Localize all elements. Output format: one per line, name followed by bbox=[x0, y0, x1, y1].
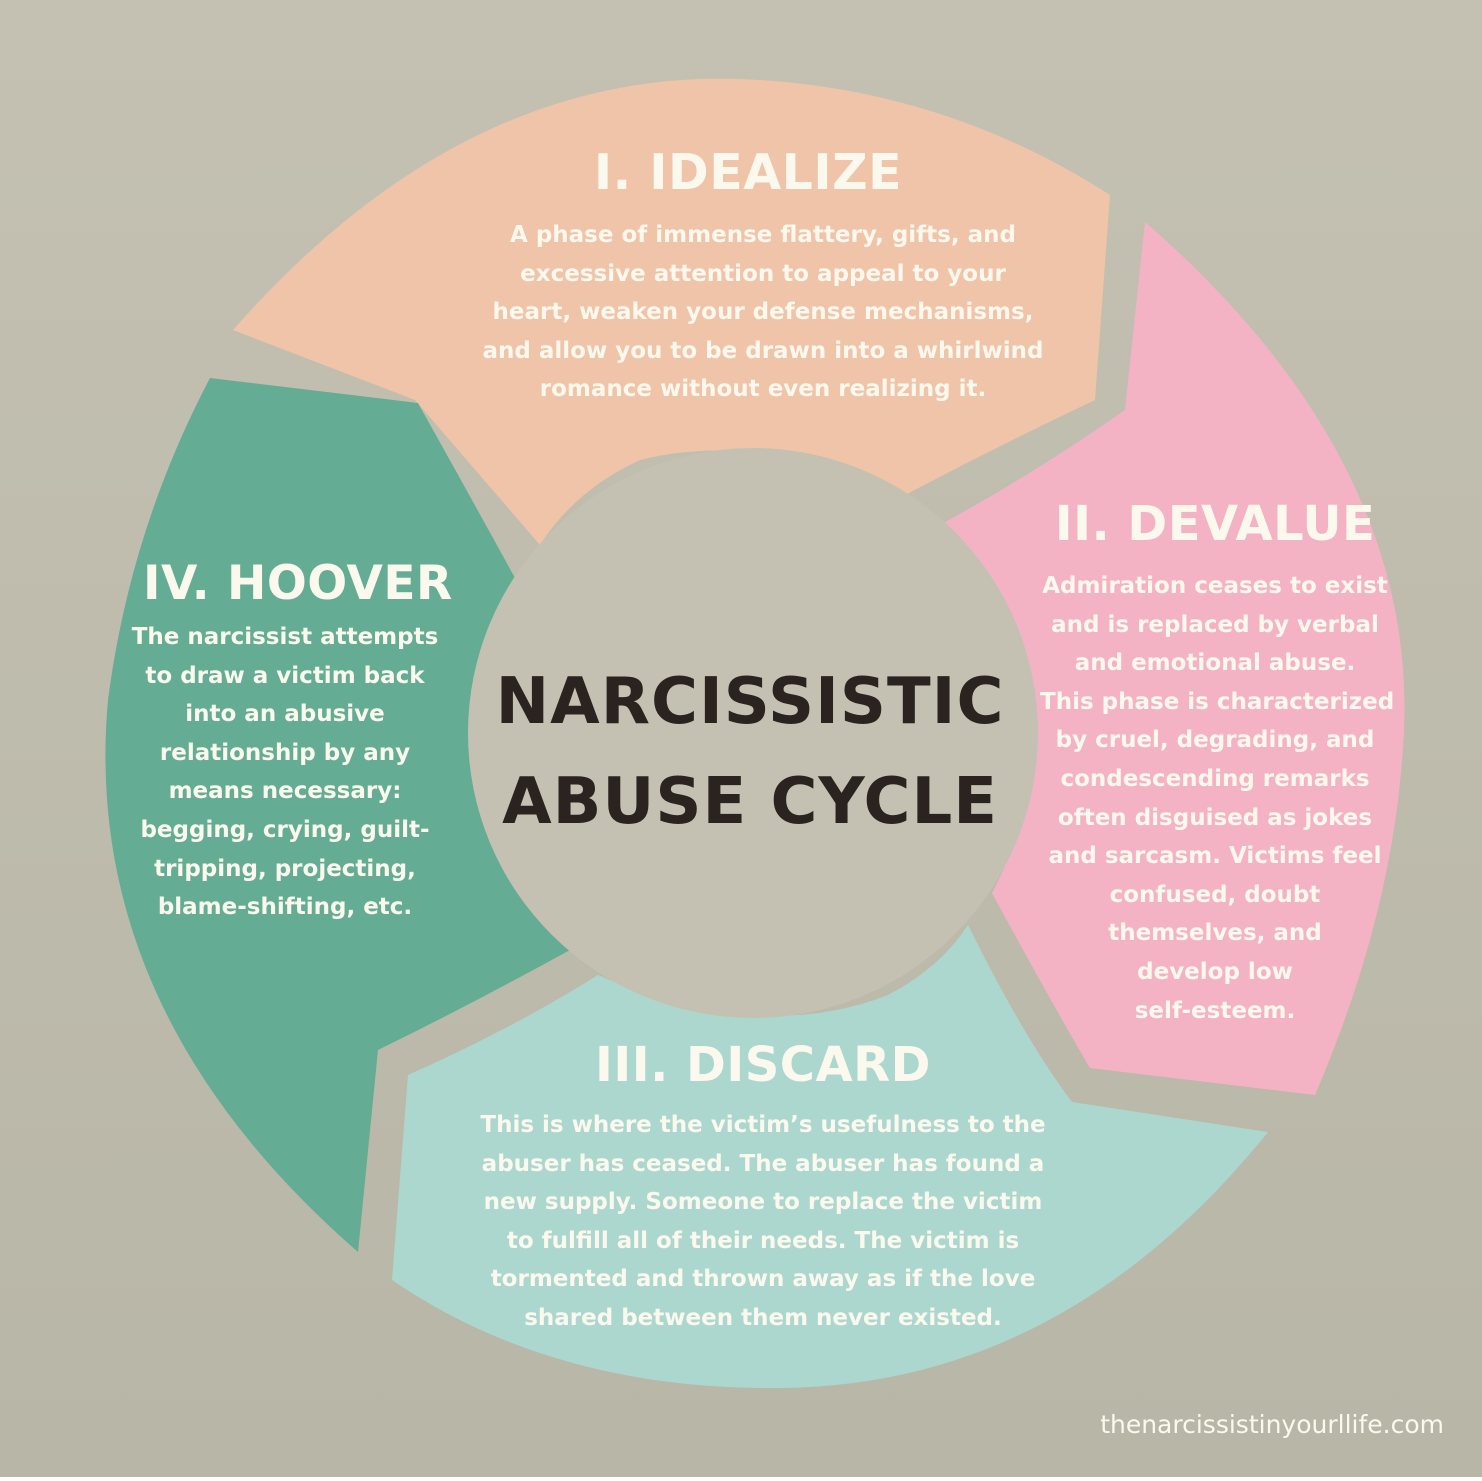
phase-devalue-line: This phase is characterized bbox=[1040, 688, 1395, 715]
phase-hoover-line: blame-shifting, etc. bbox=[157, 894, 413, 921]
phase-idealize: I. IDEALIZE A phase of immense flattery,… bbox=[478, 138, 1048, 409]
phase-discard-line: tormented and thrown away as if the love bbox=[490, 1266, 1036, 1293]
phase-hoover-line: The narcissist attempts bbox=[131, 624, 439, 650]
phase-devalue-line: develop low bbox=[1137, 958, 1293, 985]
phase-hoover-line: to draw a victim back bbox=[145, 662, 425, 689]
center-title-line-1: NARCISSISTIC bbox=[495, 665, 1005, 739]
phase-hoover: IV. HOOVER The narcissist attempts to dr… bbox=[125, 550, 453, 927]
phase-devalue-line: themselves, and bbox=[1108, 920, 1322, 947]
phase-devalue-line: condescending remarks bbox=[1060, 765, 1370, 792]
phase-discard-line: abuser has ceased. The abuser has found … bbox=[481, 1150, 1045, 1177]
phase-devalue-line: and sarcasm. Victims feel bbox=[1048, 843, 1382, 870]
phase-hoover-line: into an abusive bbox=[185, 701, 385, 728]
phase-idealize-title: I. IDEALIZE bbox=[593, 144, 903, 201]
phase-discard: III. DISCARD This is where the victim’s … bbox=[478, 1030, 1048, 1338]
phase-discard-line: new supply. Someone to replace the victi… bbox=[483, 1189, 1043, 1216]
phase-devalue-line: and is replaced by verbal bbox=[1051, 611, 1379, 638]
center-disc bbox=[468, 448, 1038, 1018]
phase-idealize-line: and allow you to be drawn into a whirlwi… bbox=[482, 337, 1044, 364]
phase-devalue-line: confused, doubt bbox=[1109, 881, 1321, 908]
phase-devalue-title: II. DEVALUE bbox=[1054, 496, 1376, 552]
phase-idealize-line: A phase of immense flattery, gifts, and bbox=[510, 222, 1016, 248]
segment-discard bbox=[392, 925, 1268, 1389]
phase-idealize-line: romance without even realizing it. bbox=[539, 376, 987, 403]
phase-idealize-line: excessive attention to appeal to your bbox=[520, 260, 1006, 287]
phase-discard-line: shared between them never existed. bbox=[524, 1304, 1002, 1331]
phase-devalue-line: often disguised as jokes bbox=[1057, 804, 1373, 831]
phase-discard-description: This is where the victim’s usefulness to… bbox=[478, 1106, 1048, 1338]
segment-idealize bbox=[233, 78, 1110, 546]
phase-devalue-line: self-esteem. bbox=[1134, 997, 1296, 1024]
center-title: NARCISSISTIC ABUSE CYCLE bbox=[475, 652, 1025, 852]
phase-devalue-line: and emotional abuse. bbox=[1074, 650, 1356, 677]
phase-idealize-line: heart, weaken your defense mechanisms, bbox=[492, 299, 1034, 326]
phase-hoover-line: means necessary: bbox=[168, 778, 402, 805]
phase-hoover-description: The narcissist attempts to draw a victim… bbox=[125, 618, 445, 927]
phase-devalue-line: Admiration ceases to exist bbox=[1042, 573, 1388, 599]
phase-devalue-line: by cruel, degrading, and bbox=[1055, 727, 1375, 754]
phase-hoover-title: IV. HOOVER bbox=[143, 556, 453, 611]
source-credit: thenarcissistinyourllife.com bbox=[1100, 1410, 1444, 1439]
phase-hoover-line: begging, crying, guilt- bbox=[140, 816, 430, 843]
segment-hoover bbox=[105, 378, 570, 1252]
phase-hoover-line: relationship by any bbox=[159, 739, 411, 766]
phase-idealize-description: A phase of immense flattery, gifts, and … bbox=[478, 216, 1048, 409]
phase-devalue-description: Admiration ceases to exist and is replac… bbox=[1040, 567, 1395, 1030]
phase-hoover-line: tripping, projecting, bbox=[154, 855, 416, 882]
segment-devalue bbox=[940, 222, 1405, 1095]
phase-discard-line: This is where the victim’s usefulness to… bbox=[480, 1112, 1046, 1138]
phase-discard-title: III. DISCARD bbox=[595, 1037, 931, 1093]
phase-devalue: II. DEVALUE Admiration ceases to exist a… bbox=[1040, 490, 1395, 1030]
center-title-line-2: ABUSE CYCLE bbox=[502, 765, 998, 839]
phase-discard-line: to fulfill all of their needs. The victi… bbox=[506, 1227, 1020, 1254]
